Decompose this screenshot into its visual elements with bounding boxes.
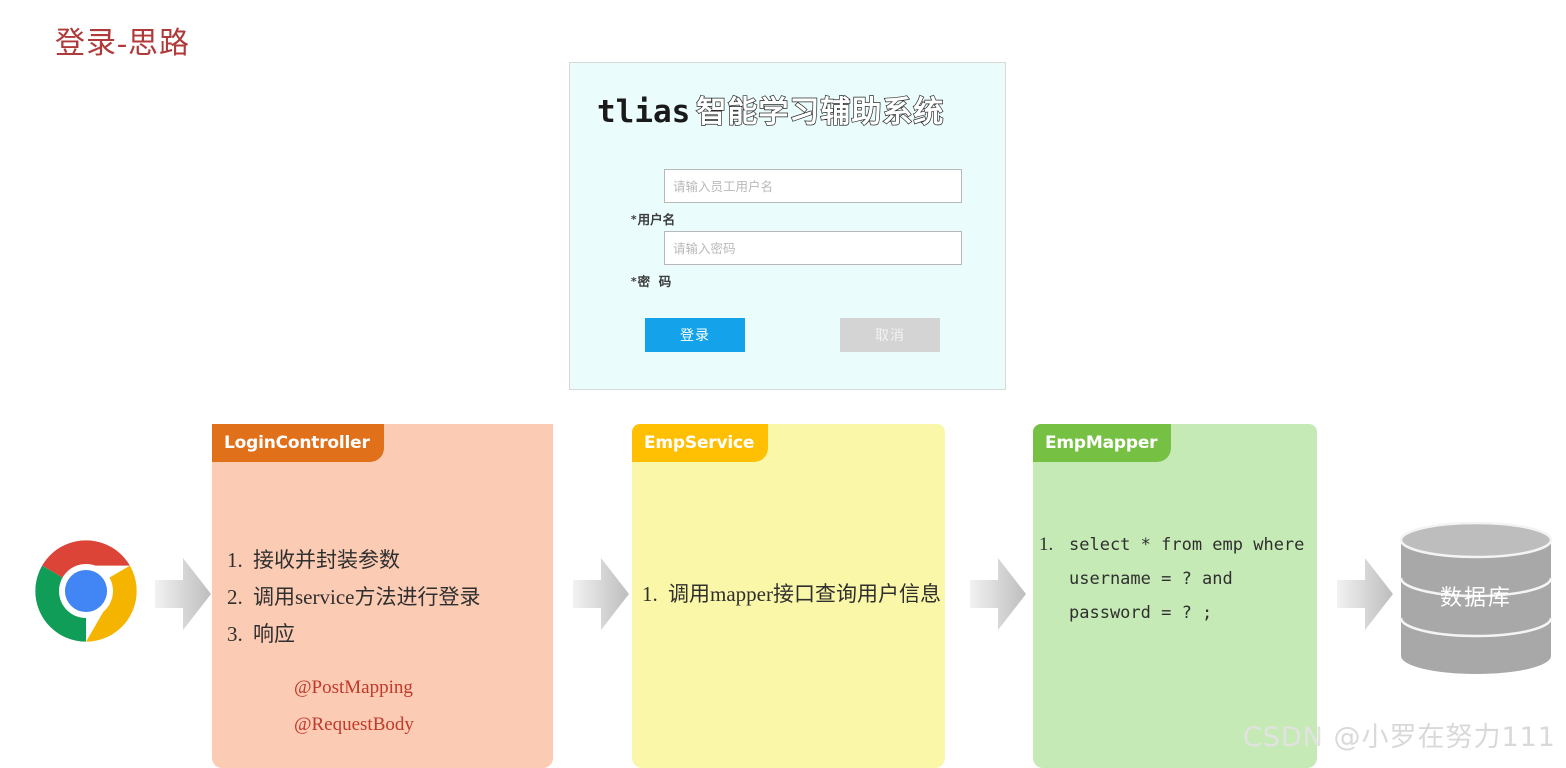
form-row-username: *用户名 [570, 169, 1005, 227]
flow-box-tag-login-controller: LoginController [212, 424, 384, 462]
sql-statement: select * from emp where username = ? and… [1069, 528, 1304, 630]
flow-box-emp-service: EmpService 1. 调用mapper接口查询用户信息 [632, 424, 945, 768]
list-item: 3. 响应 [227, 616, 568, 653]
username-input[interactable] [664, 169, 962, 203]
list-item-text: 接收并封装参数 [253, 548, 400, 572]
password-input[interactable] [664, 231, 962, 265]
flow-arrow-4 [1337, 556, 1393, 632]
watermark-author: @小罗在努力111 [1333, 722, 1556, 753]
cancel-button[interactable]: 取消 [840, 318, 940, 352]
sql-line: password = ? ; [1069, 603, 1213, 623]
csdn-watermark: CSDN @小罗在努力111 [1243, 715, 1556, 754]
flow-box-list-service: 1. 调用mapper接口查询用户信息 [642, 576, 955, 613]
flow-box-tag-emp-service: EmpService [632, 424, 769, 462]
password-label-text: 密 码 [637, 274, 672, 289]
page-title: 登录-思路 [55, 27, 190, 60]
required-mark: * [630, 213, 637, 226]
database-label: 数据库 [1439, 585, 1512, 610]
flow-box-list-mapper: 1. select * from emp where username = ? … [1039, 528, 1323, 630]
sql-line: username = ? and [1069, 569, 1233, 589]
list-item-text: 调用service方法进行登录 [253, 585, 481, 609]
list-item-number: 2. [227, 585, 243, 609]
list-item: 1. 接收并封装参数 [227, 542, 568, 579]
list-item: 1. select * from emp where username = ? … [1039, 528, 1323, 630]
controller-annotations: @PostMapping @RequestBody [294, 669, 414, 743]
database-icon: 数据库 [1397, 521, 1555, 674]
flow-arrow-2 [573, 556, 629, 632]
username-label-text: 用户名 [637, 212, 676, 227]
sql-line: select * from emp where [1069, 535, 1305, 555]
annotation-post-mapping: @PostMapping [294, 677, 413, 698]
list-item-text: 响应 [253, 622, 295, 646]
flow-arrow-1 [155, 556, 211, 632]
chrome-icon [32, 537, 140, 645]
username-label: *用户名 [596, 169, 675, 227]
flow-box-list-controller: 1. 接收并封装参数 2. 调用service方法进行登录 3. 响应 [227, 542, 568, 653]
list-item-number: 1. [642, 582, 658, 606]
login-button[interactable]: 登录 [645, 318, 745, 352]
flow-box-tag-emp-mapper: EmpMapper [1033, 424, 1172, 462]
annotation-request-body: @RequestBody [294, 714, 414, 735]
flow-box-emp-mapper: EmpMapper 1. select * from emp where use… [1033, 424, 1317, 768]
login-title-cn: 智能学习辅助系统 [696, 94, 945, 130]
form-row-password: *密 码 [570, 231, 1005, 289]
list-item-text: 调用mapper接口查询用户信息 [668, 582, 941, 606]
list-item: 2. 调用service方法进行登录 [227, 579, 568, 616]
list-item-number: 1. [1039, 534, 1054, 555]
required-mark: * [630, 275, 637, 288]
watermark-brand: CSDN [1242, 722, 1324, 753]
list-item-number: 1. [227, 548, 243, 572]
list-item-number: 3. [227, 622, 243, 646]
flow-box-login-controller: LoginController 1. 接收并封装参数 2. 调用service方… [212, 424, 553, 768]
flow-arrow-3 [970, 556, 1026, 632]
list-item: 1. 调用mapper接口查询用户信息 [642, 576, 955, 613]
login-title-en: tlias [597, 94, 691, 130]
password-label: *密 码 [596, 231, 671, 289]
